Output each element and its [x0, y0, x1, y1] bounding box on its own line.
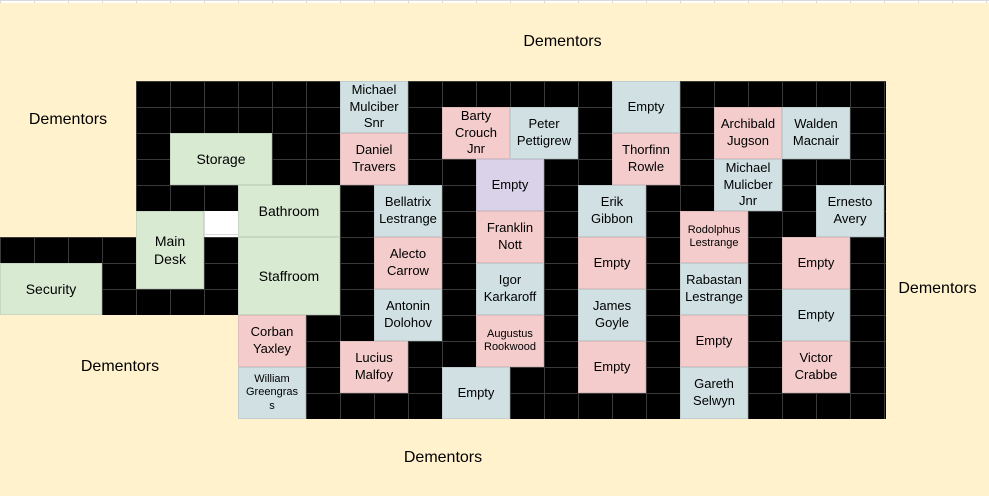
cell-ernesto-avery[interactable]: Ernesto Avery	[816, 185, 884, 237]
cell-corban-yaxley[interactable]: Corban Yaxley	[238, 315, 306, 367]
staffroom-room-label: Staffroom	[258, 267, 320, 284]
storage-room-label: Storage	[196, 150, 246, 167]
cell-erik-gibbon[interactable]: Erik Gibbon	[578, 185, 646, 237]
cell-antonin-dolohov-label: Antonin Dolohov	[384, 298, 432, 330]
cell-empty-far-right-1[interactable]: Empty	[782, 237, 850, 289]
dementors-right: Dementors	[886, 81, 989, 496]
cell-empty-lower-col[interactable]: Empty	[578, 341, 646, 393]
cell-rodolphus-lestrange[interactable]: Rodolphus Lestrange	[680, 211, 748, 263]
cell-barty-crouch-jnr-label: Barty Crouch Jnr	[455, 107, 497, 157]
cell-walden-macnair-label: Walden Macnair	[792, 116, 840, 148]
cell-empty-bottom-mid[interactable]: Empty	[442, 367, 510, 419]
cell-rabastan-lestrange[interactable]: Rabastan Lestrange	[680, 263, 748, 315]
cell-peter-pettigrew-label: Peter Pettigrew	[516, 116, 572, 148]
prison-walls-staff-corridor	[306, 315, 340, 419]
cell-alecto-carrow-label: Alecto Carrow	[387, 246, 429, 278]
dementors-bottom-left-label: Dementors	[80, 358, 160, 376]
dementors-right-label: Dementors	[898, 279, 977, 297]
cell-bellatrix-lestrange-label: Bellatrix Lestrange	[379, 194, 437, 226]
cell-empty-far-right-2-label: Empty	[797, 306, 835, 322]
cell-michael-mulciber-snr[interactable]: Michael Mulciber Snr	[340, 81, 408, 133]
cell-lucius-malfoy-label: Lucius Malfoy	[354, 350, 394, 382]
cell-gareth-selwyn[interactable]: Gareth Selwyn	[680, 367, 748, 419]
dementors-left: Dementors	[0, 3, 136, 237]
cell-rodolphus-lestrange-label: Rodolphus Lestrange	[687, 223, 741, 249]
cell-franklin-nott[interactable]: Franklin Nott	[476, 211, 544, 263]
cell-michael-mulciber-jnr[interactable]: Michael Mulicber Jnr	[714, 159, 782, 211]
cell-peter-pettigrew[interactable]: Peter Pettigrew	[510, 107, 578, 159]
cell-michael-mulciber-snr-label: Michael Mulciber Snr	[349, 81, 399, 131]
cell-william-greengrass[interactable]: William Greengras s	[238, 367, 306, 419]
cell-james-goyle[interactable]: James Goyle	[578, 289, 646, 341]
cell-augustus-rookwood[interactable]: Augustus Rookwood	[476, 315, 544, 367]
cell-victor-crabbe-label: Victor Crabbe	[794, 350, 838, 382]
cell-empty-far-right-1-label: Empty	[797, 254, 835, 270]
cell-empty-purple-label: Empty	[491, 176, 529, 192]
cell-bellatrix-lestrange[interactable]: Bellatrix Lestrange	[374, 185, 442, 237]
cell-empty-far-right-2[interactable]: Empty	[782, 289, 850, 341]
dementors-top-label: Dementors	[523, 33, 602, 51]
main-desk-room[interactable]: Main Desk	[136, 211, 204, 289]
bathroom-room-label: Bathroom	[258, 202, 320, 219]
security-room-label: Security	[25, 280, 77, 297]
cell-igor-karkaroff-label: Igor Karkaroff	[483, 272, 537, 304]
bathroom-room[interactable]: Bathroom	[238, 185, 340, 237]
main-desk-room-label: Main Desk	[154, 232, 186, 267]
cell-empty-purple[interactable]: Empty	[476, 159, 544, 211]
cell-rabastan-lestrange-label: Rabastan Lestrange	[685, 272, 743, 304]
cell-daniel-travers-label: Daniel Travers	[352, 142, 396, 174]
cell-corban-yaxley-label: Corban Yaxley	[250, 324, 294, 356]
cell-empty-mid-col-label: Empty	[593, 254, 631, 270]
cell-augustus-rookwood-label: Augustus Rookwood	[484, 327, 536, 353]
cell-daniel-travers[interactable]: Daniel Travers	[340, 133, 408, 185]
cell-james-goyle-label: James Goyle	[592, 298, 632, 330]
cell-empty-lower-col-label: Empty	[593, 358, 631, 374]
cell-franklin-nott-label: Franklin Nott	[486, 220, 534, 252]
cell-barty-crouch-jnr[interactable]: Barty Crouch Jnr	[442, 107, 510, 159]
cell-empty-right-1[interactable]: Empty	[680, 315, 748, 367]
cell-gareth-selwyn-label: Gareth Selwyn	[693, 376, 735, 408]
cell-victor-crabbe[interactable]: Victor Crabbe	[782, 341, 850, 393]
cell-thorfinn-rowle-label: Thorfinn Rowle	[622, 142, 670, 174]
cell-lucius-malfoy[interactable]: Lucius Malfoy	[340, 341, 408, 393]
security-room[interactable]: Security	[0, 263, 102, 315]
cell-erik-gibbon-label: Erik Gibbon	[591, 194, 633, 226]
storage-room[interactable]: Storage	[170, 133, 272, 185]
dementors-bottom: Dementors	[0, 419, 886, 496]
cell-empty-top-right-mid[interactable]: Empty	[612, 81, 680, 133]
cell-ernesto-avery-label: Ernesto Avery	[827, 194, 873, 226]
staffroom-room[interactable]: Staffroom	[238, 237, 340, 315]
cell-empty-bottom-mid-label: Empty	[457, 384, 495, 400]
cell-empty-right-1-label: Empty	[695, 332, 733, 348]
dementors-top: Dementors	[136, 3, 989, 81]
cell-michael-mulciber-jnr-label: Michael Mulicber Jnr	[723, 159, 773, 209]
dementors-left-label: Dementors	[28, 111, 108, 129]
cell-archibald-jugson-label: Archibald Jugson	[720, 116, 776, 148]
dementors-bottom-label: Dementors	[403, 448, 483, 466]
prison-walls-top	[136, 81, 886, 107]
dementors-bottom-left: Dementors	[0, 315, 240, 419]
cell-walden-macnair[interactable]: Walden Macnair	[782, 107, 850, 159]
cell-archibald-jugson[interactable]: Archibald Jugson	[714, 107, 782, 159]
cell-alecto-carrow[interactable]: Alecto Carrow	[374, 237, 442, 289]
cell-empty-mid-col[interactable]: Empty	[578, 237, 646, 289]
cell-empty-top-right-mid-label: Empty	[627, 98, 665, 114]
cell-william-greengrass-label: William Greengras s	[246, 373, 298, 412]
cell-thorfinn-rowle[interactable]: Thorfinn Rowle	[612, 133, 680, 185]
cell-igor-karkaroff[interactable]: Igor Karkaroff	[476, 263, 544, 315]
cell-antonin-dolohov[interactable]: Antonin Dolohov	[374, 289, 442, 341]
